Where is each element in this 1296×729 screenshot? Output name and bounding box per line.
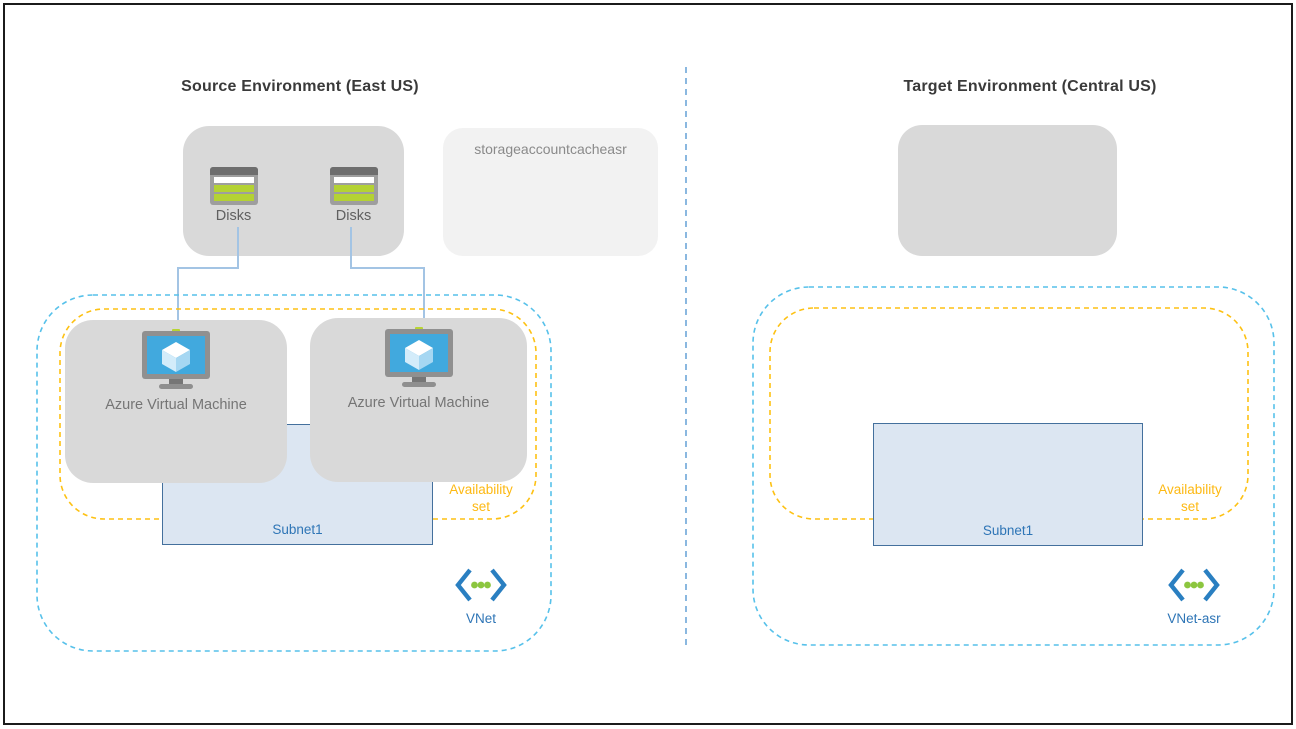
azure-vm-box: Azure Virtual Machine <box>310 318 527 482</box>
outer-frame <box>3 3 1293 725</box>
environment-divider-line <box>685 67 687 650</box>
disk-item: Disks <box>206 167 262 256</box>
connector-disk2-vertical <box>350 227 352 269</box>
target-subnet-box: Subnet1 <box>873 423 1143 546</box>
azure-vm-icon <box>142 329 210 389</box>
disk-label: Disks <box>335 208 372 224</box>
disk-item: Disks <box>326 167 382 256</box>
disk-icon <box>329 167 378 205</box>
availability-set-label: Availability set <box>449 482 513 514</box>
source-availability-set-boundary <box>59 308 537 520</box>
vnet-label: VNet-asr <box>1167 611 1221 626</box>
target-vnet-boundary <box>752 286 1275 646</box>
source-vnet-boundary <box>36 294 552 652</box>
target-placeholder-box <box>898 125 1117 256</box>
connector-disk1-vertical <box>237 227 239 269</box>
subnet-label: Subnet1 <box>982 523 1034 538</box>
azure-vm-box: Azure Virtual Machine <box>65 320 287 483</box>
azure-vm-label: Azure Virtual Machine <box>347 395 490 411</box>
disk-label: Disks <box>215 208 252 224</box>
availability-set-label: Availability set <box>1158 482 1222 514</box>
azure-vm-icon <box>384 327 453 387</box>
source-disks-group-box: Disks Disks <box>183 126 404 256</box>
disk-icon <box>209 167 258 205</box>
source-environment-title: Source Environment (East US) <box>181 78 419 95</box>
connector-disk2-horizontal <box>350 267 425 269</box>
subnet-label: Subnet1 <box>272 522 323 537</box>
vnet-icon <box>455 568 507 602</box>
storage-account-name: storageaccountcacheasr <box>474 141 627 157</box>
vnet-label: VNet <box>465 611 496 626</box>
connector-disk1-horizontal <box>177 267 239 269</box>
connector-disk2-drop <box>423 267 425 322</box>
azure-vm-label: Azure Virtual Machine <box>105 397 247 413</box>
cache-storage-account-box: storageaccountcacheasr <box>443 128 658 256</box>
vnet-icon <box>1168 568 1220 602</box>
target-environment-title: Target Environment (Central US) <box>903 78 1157 95</box>
